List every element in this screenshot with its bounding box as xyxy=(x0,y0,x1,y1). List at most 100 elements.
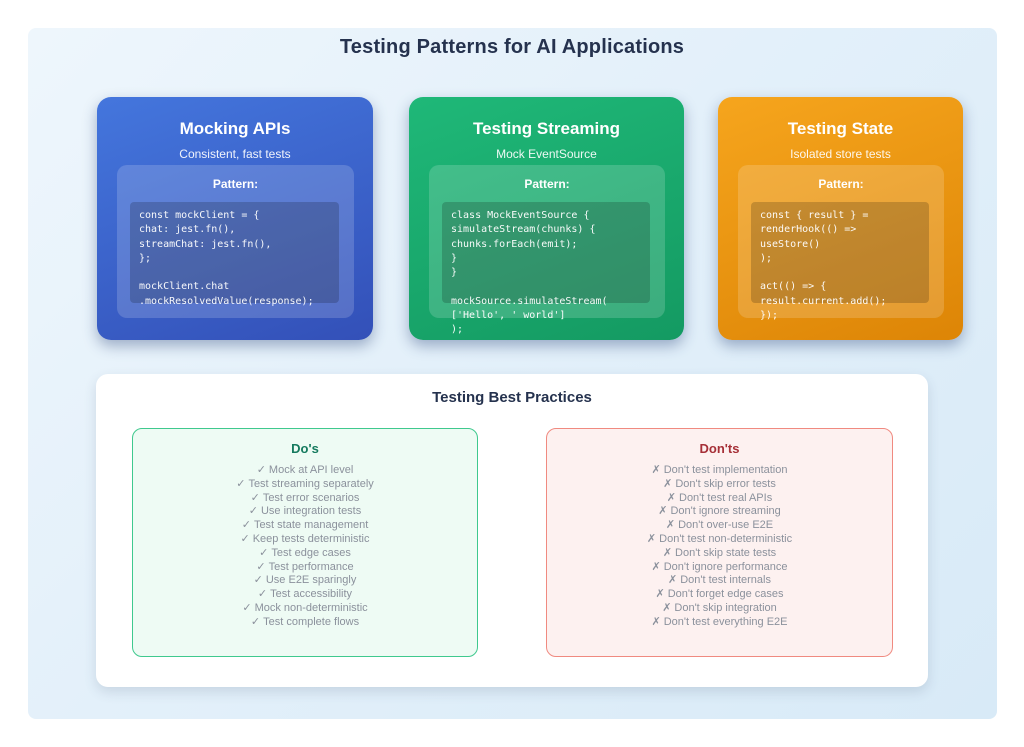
x-icon: ✗ xyxy=(662,601,672,614)
pattern-panel: Pattern: class MockEventSource {simulate… xyxy=(429,165,665,335)
code-line: ); xyxy=(760,252,773,264)
code-line: ); xyxy=(451,324,464,336)
check-icon: ✓ xyxy=(256,560,266,573)
code-line: renderHook(() => xyxy=(760,224,857,236)
practice-item-label: Don't test non-deterministic xyxy=(659,532,793,545)
practice-item-label: Don't test implementation xyxy=(663,464,788,476)
check-icon: ✓ xyxy=(240,532,250,545)
code-line: .mockResolvedValue(response); xyxy=(139,295,314,307)
x-icon: ✗ xyxy=(651,464,661,476)
pattern-card-testing-state: Testing State Isolated store tests Patte… xyxy=(718,97,963,340)
best-practices-card: Testing Best Practices Do's ✓Mock at API… xyxy=(96,374,928,687)
practice-item-label: Test streaming separately xyxy=(248,477,374,490)
practice-item: ✗Don't test everything E2E xyxy=(547,616,892,630)
practice-item: ✗Don't test non-deterministic xyxy=(547,533,892,547)
practice-item: ✗Don't test real APIs xyxy=(547,492,892,506)
practice-item-label: Test performance xyxy=(268,560,354,573)
pattern-card-testing-streaming: Testing Streaming Mock EventSource Patte… xyxy=(409,97,684,340)
x-icon: ✗ xyxy=(668,574,678,587)
practice-item-label: Keep tests deterministic xyxy=(252,532,370,545)
pattern-label: Pattern: xyxy=(212,177,259,191)
donts-title: Don'ts xyxy=(699,441,740,456)
code-line: ['Hello', ' world'] xyxy=(451,310,566,322)
check-icon: ✓ xyxy=(257,588,268,601)
x-icon: ✗ xyxy=(658,505,668,518)
best-practices-title: Testing Best Practices xyxy=(432,389,592,406)
code-line: } xyxy=(451,252,458,264)
practice-item: ✗Don't skip integration xyxy=(547,602,892,616)
practice-item: ✗Don't test internals xyxy=(547,574,892,588)
practice-item: ✗Don't test implementation xyxy=(547,464,892,478)
donts-box: Don'ts ✗Don't test implementation✗Don't … xyxy=(546,428,893,657)
practice-item-label: Use integration tests xyxy=(260,505,362,518)
card-subtitle: Mock EventSource xyxy=(496,147,597,161)
practice-item-label: Don't skip integration xyxy=(674,601,777,614)
practice-item: ✓Test performance xyxy=(133,561,477,575)
code-block: const mockClient = { chat: jest.fn(), stre… xyxy=(130,202,339,307)
practice-item: ✗Don't ignore streaming xyxy=(547,505,892,519)
code-line: } xyxy=(451,267,458,279)
practice-item: ✓Keep tests deterministic xyxy=(133,533,477,547)
practice-item: ✓Mock at API level xyxy=(133,464,477,478)
practice-item-label: Mock at API level xyxy=(268,464,354,476)
practice-item-label: Don't ignore streaming xyxy=(670,505,781,518)
practice-item: ✗Don't ignore performance xyxy=(547,561,892,575)
dos-title: Do's xyxy=(291,441,319,456)
card-title: Testing Streaming xyxy=(472,119,621,138)
x-icon: ✗ xyxy=(666,491,676,504)
pattern-card-mocking-apis: Mocking APIs Consistent, fast tests Patt… xyxy=(97,97,373,340)
practice-item: ✓Test edge cases xyxy=(133,547,477,561)
practice-item-label: Test accessibility xyxy=(270,588,353,601)
practice-item: ✓Test complete flows xyxy=(133,616,477,630)
practice-item-label: Don't skip error tests xyxy=(675,477,776,490)
code-line: const { result } = xyxy=(760,210,869,221)
practice-item-label: Test error scenarios xyxy=(262,491,360,504)
code-line: streamChat: jest.fn(), xyxy=(139,238,272,250)
x-icon: ✗ xyxy=(655,588,665,601)
pattern-label: Pattern: xyxy=(818,177,864,191)
donts-list: ✗Don't test implementation✗Don't skip er… xyxy=(547,464,892,630)
code-line: const mockClient = { xyxy=(139,210,260,221)
x-icon: ✗ xyxy=(663,477,673,490)
check-icon: ✓ xyxy=(242,601,252,614)
check-icon: ✓ xyxy=(236,477,246,490)
code-line: simulateStream(chunks) { xyxy=(451,224,596,236)
practice-item-label: Don't test internals xyxy=(680,574,771,587)
x-icon: ✗ xyxy=(646,532,657,545)
practice-item-label: Don't test real APIs xyxy=(679,491,773,504)
code-block: class MockEventSource { simulateStream(ch… xyxy=(442,202,650,335)
card-title: Testing State xyxy=(787,119,894,138)
x-icon: ✗ xyxy=(651,615,661,628)
practice-item-label: Test edge cases xyxy=(271,546,351,559)
card-title: Mocking APIs xyxy=(179,119,291,138)
dos-list: ✓Mock at API level✓Test streaming separa… xyxy=(133,464,477,630)
practice-item: ✓Use E2E sparingly xyxy=(133,574,477,588)
practice-item: ✗Don't forget edge cases xyxy=(547,588,892,602)
practice-item-label: Test complete flows xyxy=(263,615,360,628)
code-line: mockClient.chat xyxy=(139,281,230,293)
code-line: chat: jest.fn(), xyxy=(139,224,236,236)
x-icon: ✗ xyxy=(651,560,661,573)
code-line xyxy=(760,266,929,280)
practice-item-label: Don't test everything E2E xyxy=(663,615,788,628)
card-subtitle: Consistent, fast tests xyxy=(179,147,291,161)
practice-item: ✓Test state management xyxy=(133,519,477,533)
practice-item-label: Mock non-deterministic xyxy=(254,601,368,614)
code-line xyxy=(139,266,339,280)
practice-item-label: Don't ignore performance xyxy=(663,560,788,573)
practice-item: ✓Mock non-deterministic xyxy=(133,602,477,616)
code-block: const { result } =renderHook(() =>useSto… xyxy=(751,202,929,321)
practice-item: ✗Don't over-use E2E xyxy=(547,519,892,533)
code-line: }); xyxy=(760,310,779,322)
practice-item-label: Don't over-use E2E xyxy=(678,519,774,532)
x-icon: ✗ xyxy=(662,546,673,559)
code-line: mockSource.simulateStream( xyxy=(451,295,608,307)
card-subtitle: Isolated store tests xyxy=(790,147,891,161)
pattern-panel: Pattern: const mockClient = { chat: jest.… xyxy=(117,165,354,318)
code-line: }; xyxy=(139,252,152,264)
code-line: chunks.forEach(emit); xyxy=(451,238,578,250)
code-line: result.current.add(); xyxy=(760,295,887,307)
practice-item-label: Don't forget edge cases xyxy=(667,588,784,601)
practice-item: ✓Use integration tests xyxy=(133,505,477,519)
code-line: class MockEventSource { xyxy=(451,210,590,221)
